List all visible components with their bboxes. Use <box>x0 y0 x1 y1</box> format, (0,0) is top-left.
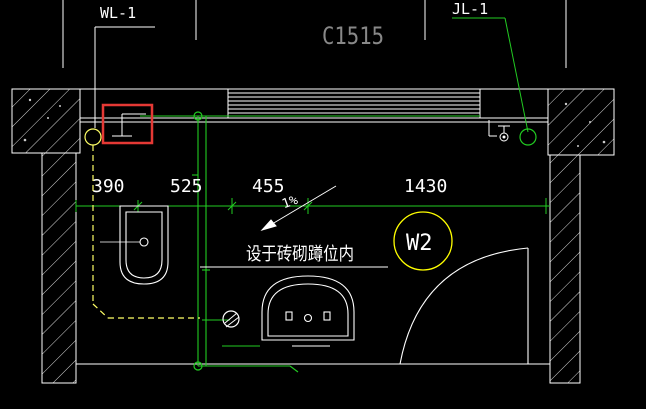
pipe-node-top <box>193 111 203 121</box>
room-tag-text: W2 <box>406 231 433 256</box>
wall-right <box>549 154 581 384</box>
highlight-fitting <box>112 113 146 137</box>
door-swing <box>399 247 529 365</box>
dimension-525: 525 <box>170 176 203 197</box>
window-c1515 <box>80 88 548 123</box>
dimension-texts: 390 525 455 1430 <box>92 176 447 197</box>
jl-1-leader <box>452 17 529 133</box>
slope-mark: 1% <box>280 193 300 213</box>
annotation-text: 设于砖砌蹲位内 <box>246 244 354 265</box>
jl-1-label: JL-1 <box>452 0 488 18</box>
slope-arrow <box>260 185 337 231</box>
highlight-box <box>101 103 154 145</box>
wl-1-label: WL-1 <box>100 4 136 22</box>
wall-right-top <box>547 88 615 156</box>
wall-left <box>41 152 77 384</box>
wl-1-leader <box>94 26 155 128</box>
upper-guide-lines <box>62 0 567 68</box>
wall-bottom <box>42 363 580 384</box>
drain-dashed-line <box>92 145 200 319</box>
wall-left-top <box>11 88 81 154</box>
dimension-1430: 1430 <box>404 176 447 197</box>
pipe-node-bottom <box>193 361 203 371</box>
jl-1-riser <box>488 120 537 146</box>
dimension-455: 455 <box>252 176 285 197</box>
supply-pipes <box>140 115 480 373</box>
room-tag-w2 <box>393 211 453 271</box>
floor-drain <box>222 310 240 328</box>
dimension-390: 390 <box>92 176 125 197</box>
squat-toilet <box>100 205 169 285</box>
wl-1-riser <box>84 128 102 146</box>
window-tag: C1515 <box>322 22 384 50</box>
wash-basin <box>261 275 355 347</box>
